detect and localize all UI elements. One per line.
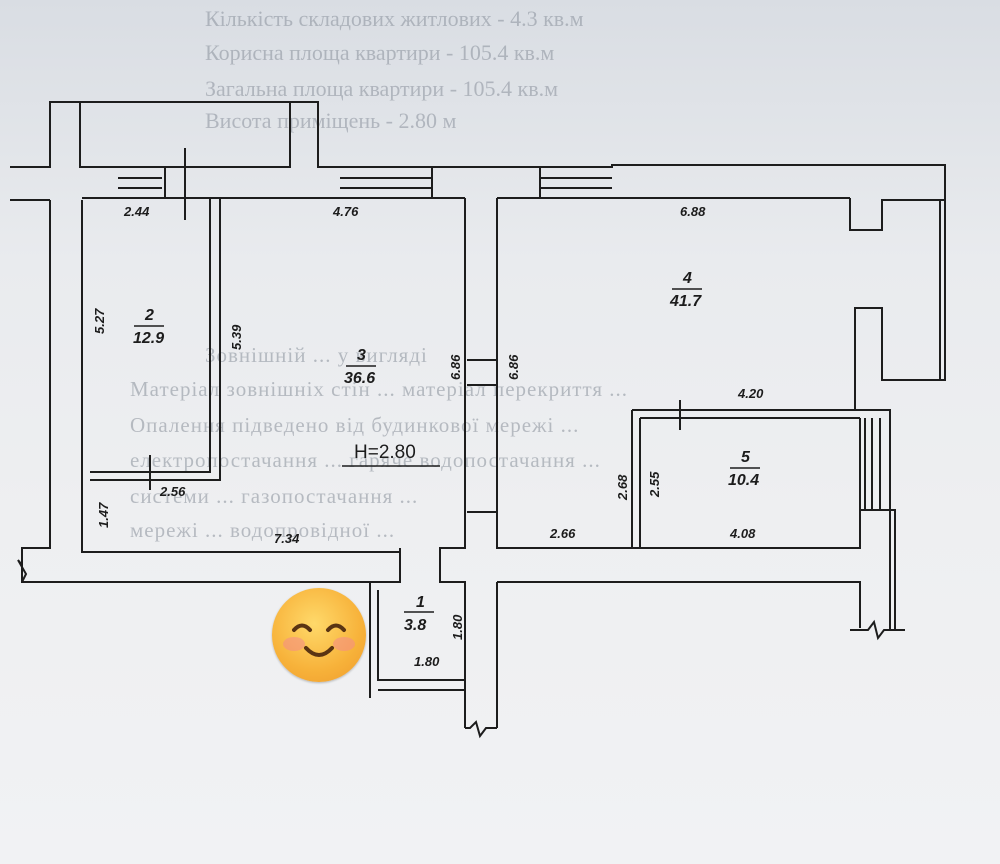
blurred-body-line: мережі ... водопровідної ... <box>130 518 396 542</box>
dimension-label: 6.86 <box>448 354 463 380</box>
blurred-body-line: Матеріал зовнішніх стін ... матеріал пер… <box>130 377 629 401</box>
break-mark <box>465 720 497 739</box>
window <box>118 166 162 199</box>
balcony-door <box>164 148 186 220</box>
dimension-label: 4.20 <box>737 386 764 401</box>
blurred-body-line: електропостачання ... гаряче водопостача… <box>130 448 601 472</box>
room-area: 12.9 <box>133 330 164 347</box>
blurred-header-line: Корисна площа квартири - 105.4 кв.м <box>205 40 555 65</box>
dimension-label: 2.66 <box>549 526 576 541</box>
dimension-label: 5.27 <box>92 308 107 334</box>
room-number: 3 <box>357 347 366 364</box>
room-area: 41.7 <box>669 293 702 310</box>
dimension-label: 4.76 <box>332 204 359 219</box>
partition-wall <box>631 409 860 549</box>
dimension-label: 1.47 <box>96 502 111 528</box>
dimension-label: 1.80 <box>450 614 465 640</box>
emoji-face-features <box>283 623 355 657</box>
partition-wall <box>640 418 896 630</box>
dimension-label: 2.56 <box>159 484 186 499</box>
dimension-label: 2.55 <box>647 471 662 498</box>
dimension-label: 1.80 <box>414 654 440 669</box>
corridor-wall <box>439 198 861 728</box>
break-mark <box>17 559 28 583</box>
dimension-label: 4.08 <box>729 526 756 541</box>
room-area: 3.8 <box>404 617 426 634</box>
room-area: 36.6 <box>344 370 375 387</box>
blurred-body-line: Зовнішній ... у вигляді <box>205 343 428 367</box>
room-number: 1 <box>416 594 425 611</box>
dimension-label: 6.88 <box>680 204 706 219</box>
dimension-label: 5.39 <box>229 324 244 350</box>
blurred-body-line: Опалення підведено від будинкової мережі… <box>130 413 580 437</box>
dimension-label: 2.44 <box>123 204 150 219</box>
room-number: 2 <box>144 307 154 324</box>
room1-wall <box>369 582 465 698</box>
exterior-wall <box>81 200 400 553</box>
dimension-label: 2.68 <box>615 474 630 501</box>
door-tick <box>149 359 681 513</box>
window <box>431 167 541 198</box>
blurred-header-line: Висота приміщень - 2.80 м <box>205 108 457 133</box>
blurred-header-line: Кількість складових житлових - 4.3 кв.м <box>205 6 584 31</box>
window <box>540 166 612 189</box>
partition-wall <box>90 198 221 481</box>
ceiling-height-label: H=2.80 <box>354 442 416 463</box>
exterior-wall <box>849 198 946 630</box>
blurred-body-line: системи ... газопостачання ... <box>130 484 419 508</box>
room-number: 5 <box>741 449 751 466</box>
room-number: 4 <box>682 270 692 287</box>
dimension-label: 6.86 <box>506 354 521 380</box>
blurred-header-line: Загальна площа квартири - 105.4 кв.м <box>205 76 559 101</box>
dimension-label: 7.34 <box>274 531 300 546</box>
break-mark <box>850 619 905 641</box>
window <box>340 166 432 189</box>
window <box>864 418 881 510</box>
room-area: 10.4 <box>728 472 759 489</box>
smiling-face-emoji-icon <box>272 588 366 682</box>
exterior-wall <box>10 101 946 201</box>
